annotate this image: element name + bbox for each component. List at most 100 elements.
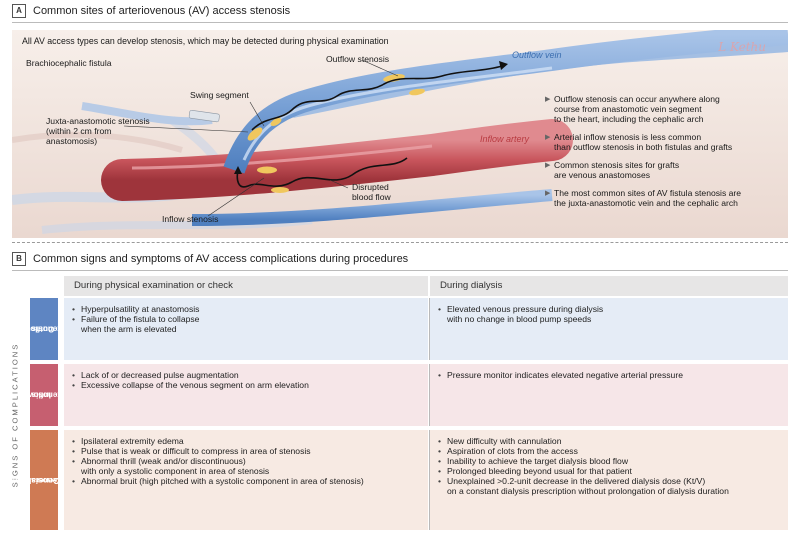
list-item: Pressure monitor indicates elevated nega… [438, 370, 780, 380]
item-text: Unexplained >0.2-unit decrease in the de… [447, 476, 706, 486]
item-text: Abnormal bruit (high pitched with a syst… [81, 476, 364, 486]
cell-outflow-dialysis: Elevated venous pressure during dialysis… [430, 298, 788, 360]
bullet-fistula-line2: the juxta-anastomotic vein and the cepha… [554, 198, 738, 208]
section-divider [12, 242, 788, 243]
list-item: Inability to achieve the target dialysis… [438, 456, 780, 466]
item-text: Pressure monitor indicates elevated nega… [447, 370, 683, 380]
list-item: Abnormal bruit (high pitched with a syst… [72, 476, 420, 486]
section-a-title: Common sites of arteriovenous (AV) acces… [33, 5, 291, 17]
item-text-2: when the arm is elevated [81, 324, 177, 334]
column-header-dialysis: During dialysis [430, 276, 788, 296]
item-text: Hyperpulsatility at anastomosis [81, 304, 200, 314]
section-a-letter: A [12, 4, 26, 18]
cell-inflow-dialysis: Pressure monitor indicates elevated nega… [430, 364, 788, 426]
bullet-graft-line2: are venous anastomoses [554, 170, 651, 180]
item-text: Lack of or decreased pulse augmentation [81, 370, 239, 380]
side-label-text: SIGNS OF COMPLICATIONS [10, 342, 20, 488]
item-text-2: with only a systolic component in area o… [81, 466, 270, 476]
lower-vein [191, 189, 553, 226]
section-a-rule [12, 22, 788, 23]
bullet-outflow-line2: course from anastomotic vein segment [554, 104, 702, 114]
section-b-letter: B [12, 252, 26, 266]
bullet-fistula-line1: The most common sites of AV fistula sten… [554, 188, 742, 198]
label-juxta-1: Juxta-anastomotic stenosis [46, 116, 150, 126]
label-outflow-stenosis: Outflow stenosis [326, 54, 390, 64]
section-a-header: A Common sites of arteriovenous (AV) acc… [12, 4, 290, 18]
bullet-outflow-line3: to the heart, including the cephalic arc… [554, 114, 704, 124]
vessel-illustration [12, 30, 788, 238]
outflow-flow-arrow [251, 65, 503, 131]
complications-table: During physical examination or check Dur… [10, 276, 788, 530]
bullet-arterial-line2: than outflow stenosis in both fistulas a… [554, 142, 733, 152]
label-swing-segment: Swing segment [190, 90, 249, 100]
inflow-plaque [257, 166, 277, 174]
label-juxta-3: anastomosis) [46, 136, 98, 146]
item-text: Inability to achieve the target dialysis… [447, 456, 629, 466]
label-disrupted-1: Disrupted [352, 182, 389, 192]
bullet-arterial-inflow: ▶ Arterial inflow stenosis is less commo… [545, 132, 788, 152]
intro-text: All AV access types can develop stenosis… [22, 36, 389, 46]
column-divider [429, 364, 430, 426]
cell-general-dialysis: New difficulty with cannulation Aspirati… [430, 430, 788, 530]
list-item: Elevated venous pressure during dialysis… [438, 304, 780, 324]
cell-inflow-exam: Lack of or decreased pulse augmentation … [64, 364, 428, 426]
item-text: Elevated venous pressure during dialysis [447, 304, 604, 314]
label-inflow-stenosis: Inflow stenosis [162, 214, 219, 224]
inflow-artery-shape [101, 119, 573, 201]
section-b-header: B Common signs and symptoms of AV access… [12, 252, 408, 266]
item-text: New difficulty with cannulation [447, 436, 562, 446]
bullet-graft-sites: ▶ Common stenosis sites for grafts are v… [545, 160, 788, 180]
item-text: Aspiration of clots from the access [447, 446, 578, 456]
item-text: Pulse that is weak or difficult to compr… [81, 446, 311, 456]
label-brachiocephalic-fistula: Brachiocephalic fistula [26, 58, 112, 68]
label-inflow-artery: Inflow artery [480, 134, 530, 144]
list-item: Unexplained >0.2-unit decrease in the de… [438, 476, 780, 496]
bullet-fistula-sites: ▶ The most common sites of AV fistula st… [545, 188, 788, 208]
column-divider [429, 430, 430, 530]
disrupted-flow-arrow [236, 157, 408, 188]
list-item: New difficulty with cannulation [438, 436, 780, 446]
item-text-2: on a constant dialysis prescription with… [447, 486, 729, 496]
list-item: Lack of or decreased pulse augmentation [72, 370, 420, 380]
signature: L Kethu [718, 40, 766, 54]
label-disrupted-2: blood flow [352, 192, 391, 202]
cell-general-exam: Ipsilateral extremity edema Pulse that i… [64, 430, 428, 530]
item-text: Ipsilateral extremity edema [81, 436, 184, 446]
list-item: Aspiration of clots from the access [438, 446, 780, 456]
list-item: Hyperpulsatility at anastomosis [72, 304, 420, 314]
column-header-exam: During physical examination or check [64, 276, 428, 296]
cell-outflow-exam: Hyperpulsatility at anastomosis Failure … [64, 298, 428, 360]
bullet-graft-line1: Common stenosis sites for grafts [554, 160, 680, 170]
section-b-title: Common signs and symptoms of AV access c… [33, 253, 409, 265]
list-item: Prolonged bleeding beyond usual for that… [438, 466, 780, 476]
bullet-outflow-line1: Outflow stenosis can occur anywhere alon… [554, 94, 720, 104]
item-text: Excessive collapse of the venous segment… [81, 380, 309, 390]
list-item: Pulse that is weak or difficult to compr… [72, 446, 420, 456]
av-access-illustration: All AV access types can develop stenosis… [12, 30, 788, 238]
list-item: Abnormal thrill (weak and/or discontinuo… [72, 456, 420, 476]
column-divider [429, 298, 430, 360]
item-text-2: with no change in blood pump speeds [447, 314, 592, 324]
section-b-rule [12, 270, 788, 271]
label-outflow-vein: Outflow vein [512, 50, 562, 60]
item-text: Abnormal thrill (weak and/or discontinuo… [81, 456, 246, 466]
list-item: Ipsilateral extremity edema [72, 436, 420, 446]
bullet-outflow: ▶ Outflow stenosis can occur anywhere al… [545, 94, 788, 124]
juxta-plaque [247, 127, 263, 141]
item-text: Failure of the fistula to collapse [81, 314, 200, 324]
outflow-plaque [383, 74, 405, 82]
label-juxta-2: (within 2 cm from [46, 126, 112, 136]
item-text: Prolonged bleeding beyond usual for that… [447, 466, 632, 476]
list-item: Excessive collapse of the venous segment… [72, 380, 420, 390]
row-label-outflow-line2: stenosis [31, 324, 66, 334]
bullet-arterial-line1: Arterial inflow stenosis is less common [554, 132, 702, 142]
signs-of-complications-label: SIGNS OF COMPLICATIONS [8, 300, 22, 530]
row-label-inflow-line2: stenosis [31, 390, 66, 400]
